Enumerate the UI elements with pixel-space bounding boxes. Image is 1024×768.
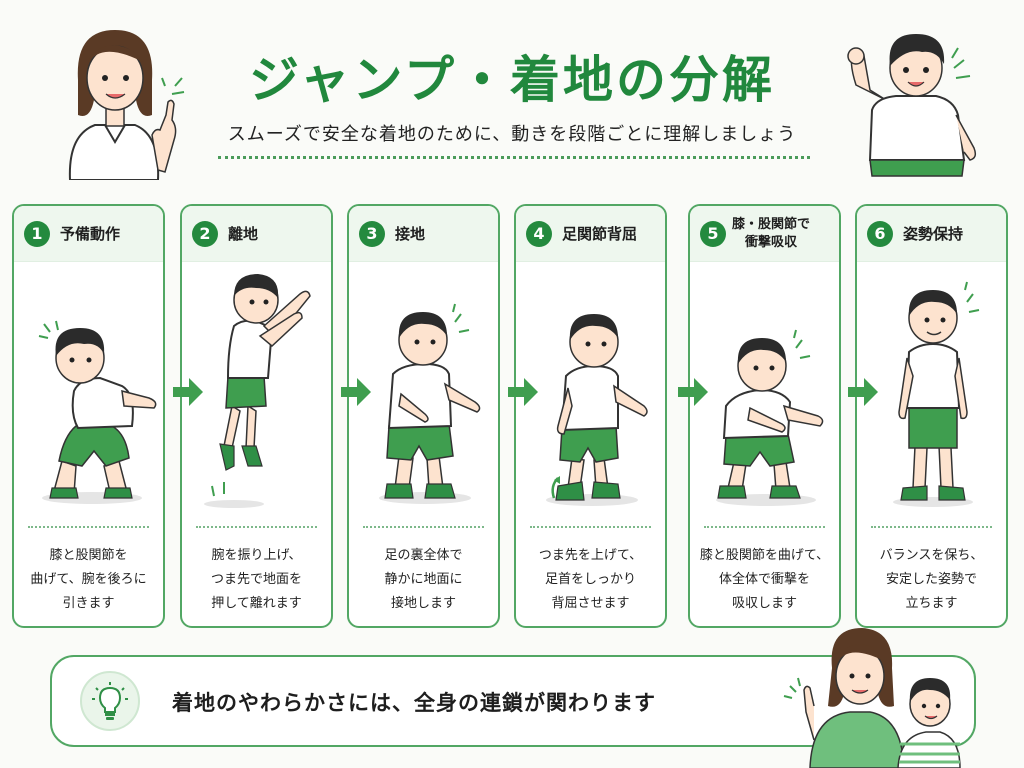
arrow-right-icon xyxy=(678,378,708,406)
step-card-4: 4 足関節背屈 つま先を上げて、 足首をしっかり 背屈させます xyxy=(514,204,667,628)
card-divider xyxy=(28,526,149,528)
step-title: 予備動作 xyxy=(60,224,121,243)
arrow-right-icon xyxy=(341,378,371,406)
step-description: つま先を上げて、 足首をしっかり 背屈させます xyxy=(538,548,643,611)
step-title: 接地 xyxy=(395,224,426,243)
step-cards: 1 予備動作 膝と股関節を 曲げて、腕を後ろに 引きます 2 離地 xyxy=(12,204,1012,628)
step-card-header: 2 離地 xyxy=(182,206,331,262)
card-divider xyxy=(871,526,992,528)
step-description: 足の裏全体で 静かに地面に 接地します xyxy=(384,548,463,611)
step-description: 腕を振り上げ、 つま先で地面を 押して離れます xyxy=(210,548,302,611)
mother-and-child-illustration xyxy=(783,628,961,768)
step-title: 離地 xyxy=(228,224,259,243)
teacher-illustration xyxy=(68,30,185,180)
step-title: 姿勢保持 xyxy=(903,224,964,243)
step-number-badge: 3 xyxy=(359,220,385,247)
title-divider xyxy=(218,156,810,159)
step-number-badge: 2 xyxy=(192,220,218,247)
arrow-right-icon xyxy=(173,378,203,406)
boy-crouching-arms-back-illustration xyxy=(38,320,157,504)
step-number-badge: 5 xyxy=(700,220,726,247)
card-divider xyxy=(196,526,317,528)
page-title: ジャンプ・着地の分解 xyxy=(249,51,775,109)
boy-jumping-arms-up-illustration xyxy=(204,274,311,508)
step-description: バランスを保ち、 安定した姿勢で 立ちます xyxy=(879,548,984,611)
step-title: 膝・股関節で 衝撃吸収 xyxy=(732,216,811,250)
step-card-5: 5 膝・股関節で 衝撃吸収 膝と股関節を曲げて、 体全体で衝撃を 吸収します xyxy=(688,204,841,628)
boy-absorbing-impact-illustration xyxy=(716,329,824,506)
step-card-header: 5 膝・股関節で 衝撃吸収 xyxy=(690,206,839,262)
step-description: 膝と股関節を曲げて、 体全体で衝撃を 吸収します xyxy=(699,548,830,611)
card-divider xyxy=(704,526,825,528)
boy-landing-illustration xyxy=(379,303,481,504)
step-card-header: 4 足関節背屈 xyxy=(516,206,665,262)
page-subtitle: スムーズで安全な着地のために、動きを段階ごとに理解しましょう xyxy=(227,124,797,145)
step-number-badge: 4 xyxy=(526,220,552,247)
step-card-3: 3 接地 足の裏全体で 静かに地面に 接地します xyxy=(347,204,500,628)
boy-standing-balanced-illustration xyxy=(893,281,980,507)
card-divider xyxy=(530,526,651,528)
arrow-right-icon xyxy=(508,378,538,406)
summary-text: 着地のやわらかさには、全身の連鎖が関わります xyxy=(172,691,656,715)
step-card-1: 1 予備動作 膝と股関節を 曲げて、腕を後ろに 引きます xyxy=(12,204,165,628)
boy-ankle-dorsiflexion-illustration xyxy=(546,314,648,506)
step-card-header: 6 姿勢保持 xyxy=(857,206,1006,262)
boy-cheering-illustration xyxy=(847,34,977,177)
step-title: 足関節背屈 xyxy=(562,224,638,243)
arrow-right-icon xyxy=(848,378,878,406)
step-number-badge: 6 xyxy=(867,220,893,247)
step-card-header: 1 予備動作 xyxy=(14,206,163,262)
step-card-header: 3 接地 xyxy=(349,206,498,262)
step-card-6: 6 姿勢保持 バランスを保ち、 安定した姿勢で 立ちます xyxy=(855,204,1008,628)
card-divider xyxy=(363,526,484,528)
step-number-badge: 1 xyxy=(24,220,50,247)
lightbulb-icon xyxy=(80,671,140,731)
step-card-2: 2 離地 腕を振り上げ、 つま先で地面を 押して離れます xyxy=(180,204,333,628)
step-description: 膝と股関節を 曲げて、腕を後ろに 引きます xyxy=(30,548,147,611)
